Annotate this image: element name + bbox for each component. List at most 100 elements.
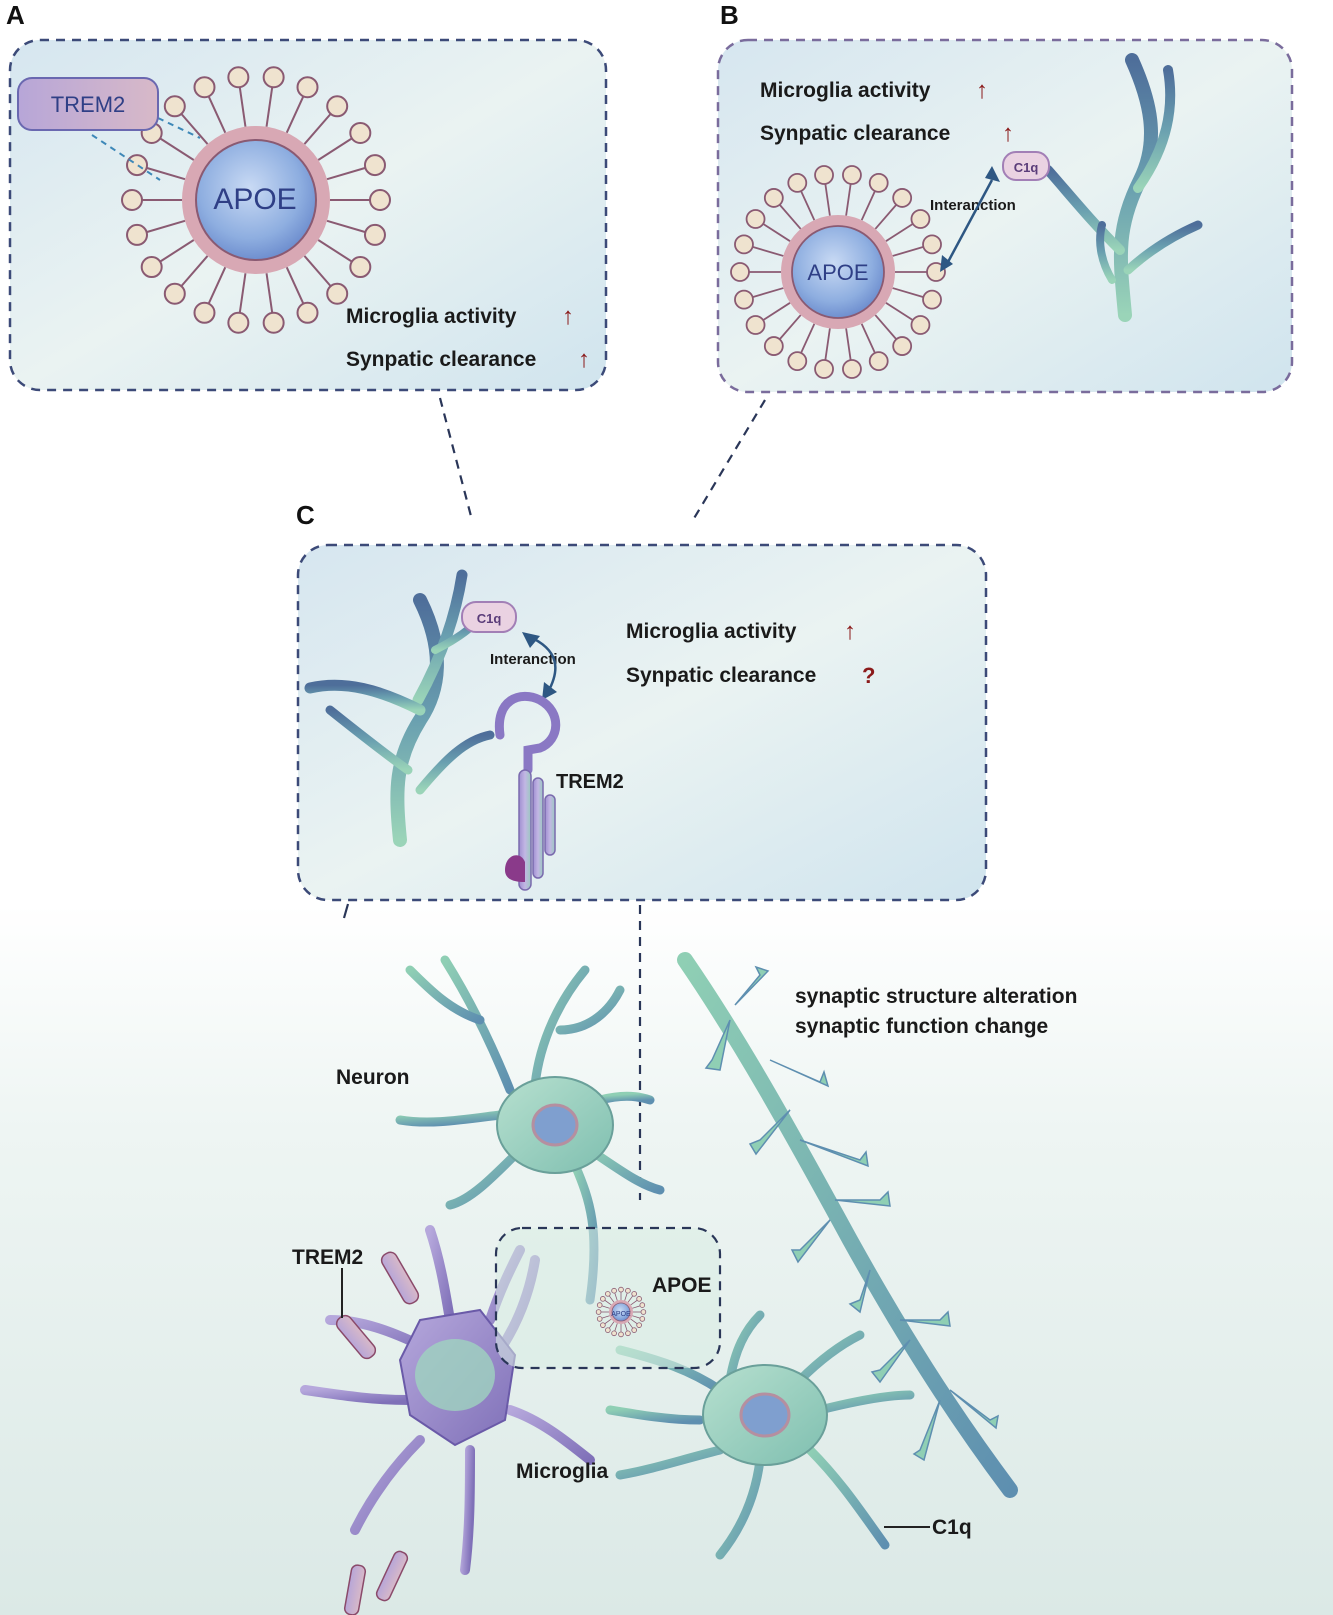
apoe-stalk	[824, 183, 831, 216]
apoe-stalk	[800, 190, 816, 221]
microglia	[300, 1225, 595, 1602]
apoe-stalk	[303, 113, 332, 145]
c1q-tag-label: C1q	[1014, 160, 1039, 175]
apoe-lipid-head	[596, 1316, 603, 1322]
apoe-lipid-head	[262, 311, 285, 334]
apoe-stalk	[265, 273, 274, 313]
panel-c: C1q Interanction TREM2 Microglia activit…	[296, 543, 988, 902]
panel-a: TREM2 APOE Microglia activity ↑ Synpatic…	[8, 38, 608, 392]
apoe-stalk	[885, 223, 914, 242]
apoe-lipid-head	[868, 172, 889, 193]
apoe-lipid-head	[227, 66, 250, 89]
apoe-stalk	[317, 137, 353, 161]
trem2-receptor	[335, 1314, 377, 1360]
trem2-receptor	[343, 1564, 367, 1615]
apoe-lipid-head	[868, 351, 889, 372]
apoe-lipid-head	[296, 301, 319, 324]
apoe-lipid-head	[605, 1291, 611, 1297]
panel-b-microglia-activity: Microglia activity	[760, 79, 931, 102]
up-arrow-icon: ↑	[562, 303, 574, 330]
apoe-lipid-head	[126, 223, 149, 246]
apoe-stalk	[207, 266, 227, 305]
panel-b-synaptic-clearance: Synpatic clearance	[760, 122, 950, 145]
apoe-lipid-head	[163, 95, 186, 118]
connector-tick	[342, 903, 350, 919]
apoe-core	[791, 225, 885, 319]
apoe-lipid-head	[763, 188, 784, 208]
apoe-stalk	[630, 1318, 638, 1325]
apoe-stalk	[285, 266, 305, 305]
apoe-lipid-head	[363, 223, 386, 246]
apoe-lipid-head	[910, 315, 931, 335]
apoe-lipid-head	[922, 289, 942, 310]
c1q-label: C1q	[932, 1516, 972, 1539]
apoe-lipid-head	[922, 234, 942, 255]
apoe-lipid-head	[605, 1327, 611, 1333]
apoe-stalk	[146, 219, 186, 234]
panel-c-letter: C	[296, 500, 315, 530]
apoe-lipid-head	[600, 1296, 606, 1302]
apoe-lipid-head	[126, 154, 149, 177]
apoe-particle-large	[121, 66, 391, 334]
apoe-stalk	[180, 255, 209, 287]
arrow-head-icon	[940, 255, 953, 272]
apoe-stalk	[885, 302, 914, 321]
apoe-stalk	[326, 166, 366, 181]
neuron-lower	[605, 1310, 915, 1560]
apoe-lipid-head	[349, 121, 372, 144]
up-arrow-icon: ↑	[1002, 120, 1014, 147]
arrow-head-icon	[522, 632, 540, 648]
trem2-receptor	[494, 691, 561, 891]
apoe-lipid-head	[631, 1291, 637, 1297]
apoe-lipid-head	[892, 188, 913, 208]
panel-b-letter: B	[720, 0, 739, 30]
apoe-shell	[781, 215, 895, 329]
up-arrow-icon: ↑	[578, 346, 590, 373]
apoe-stalk	[601, 1305, 610, 1309]
apoe-lipid-head	[639, 1316, 646, 1322]
apoe-stalk	[762, 302, 791, 321]
apoe-lipid-head	[636, 1296, 642, 1302]
panel-a-synaptic-clearance: Synpatic clearance	[346, 348, 536, 371]
c1q-tag	[1002, 151, 1050, 181]
apoe-label: APOE	[652, 1274, 712, 1297]
apoe-lipid-head	[611, 1287, 617, 1294]
apoe-stalk	[604, 1318, 612, 1325]
apoe-stalk	[630, 1299, 638, 1306]
apoe-lipid-head	[814, 165, 834, 185]
interaction-arrow	[946, 179, 994, 263]
apoe-stalk	[892, 246, 924, 257]
apoe-stalk	[624, 1292, 628, 1301]
arrow-head-icon	[542, 682, 557, 700]
apoe-stalk	[608, 1295, 615, 1303]
apoe-lipid-head	[734, 289, 754, 310]
apoe-stalk	[317, 239, 353, 263]
apoe-stalk	[824, 328, 831, 361]
panel-c-frame	[296, 543, 988, 902]
apoe-lipid-head	[611, 1330, 617, 1337]
apoe-particle-medium	[730, 165, 946, 379]
apoe-core	[195, 139, 317, 261]
connector-a-to-c	[438, 397, 474, 521]
apoe-lipid-head	[745, 315, 766, 335]
synaptic-function-label: synaptic function change	[795, 1015, 1048, 1038]
apoe-shell	[182, 126, 330, 274]
apoe-lipid-head	[910, 209, 931, 229]
apoe-lipid-head	[640, 1309, 647, 1315]
apoe-lipid-head	[121, 189, 143, 211]
apoe-stalk	[608, 1321, 615, 1329]
apoe-lipid-head	[745, 209, 766, 229]
apoe-lipid-head	[369, 189, 391, 211]
apoe-lipid-head	[349, 256, 372, 279]
interaction-label: Interanction	[490, 651, 576, 668]
apoe-stalk	[779, 204, 802, 230]
trem2-label: TREM2	[292, 1246, 363, 1269]
apoe-stalk	[238, 87, 247, 127]
panel-a-microglia-activity: Microglia activity	[346, 305, 517, 328]
apoe-stalk	[303, 255, 332, 287]
apoe-label-medium: APOE	[807, 260, 868, 285]
dendrite-branch	[1043, 53, 1203, 322]
apoe-stalk	[762, 223, 791, 242]
apoe-lipid-head	[618, 1286, 624, 1293]
